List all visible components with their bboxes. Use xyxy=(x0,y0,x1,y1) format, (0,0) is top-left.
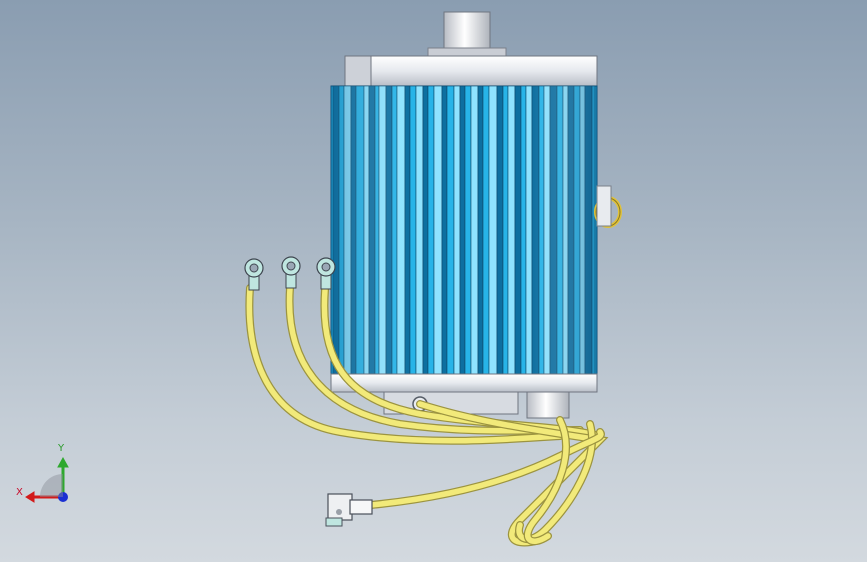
cable-wire[interactable] xyxy=(357,429,604,509)
ring-terminal-lug[interactable] xyxy=(244,258,264,291)
housing-shading xyxy=(331,86,597,374)
cable-connector-plug[interactable] xyxy=(325,493,373,527)
lifting-eye-ring[interactable] xyxy=(594,185,622,228)
ring-terminal-lug[interactable] xyxy=(281,256,301,289)
motor-shaft[interactable] xyxy=(427,11,507,57)
ring-terminal-lug[interactable] xyxy=(316,257,336,290)
cable-wire[interactable] xyxy=(246,285,563,444)
cable-wire[interactable] xyxy=(417,401,606,546)
coordinate-triad-icon xyxy=(25,456,69,503)
triad-y-label: Y xyxy=(58,443,65,454)
triad-x-axis xyxy=(25,491,63,503)
cable-wire[interactable] xyxy=(321,287,603,439)
ring-terminal-lugs[interactable] xyxy=(244,256,336,291)
bottom-end-cap[interactable] xyxy=(330,373,598,419)
power-cables[interactable] xyxy=(245,284,609,547)
triad-plane-shade xyxy=(40,474,63,497)
triad-y-axis xyxy=(57,456,69,497)
top-end-cap[interactable] xyxy=(344,55,598,87)
cable-wire[interactable] xyxy=(525,417,569,544)
triad-z-axis xyxy=(58,492,68,502)
cable-wire[interactable] xyxy=(516,421,595,542)
triad-x-label: X xyxy=(16,487,23,498)
